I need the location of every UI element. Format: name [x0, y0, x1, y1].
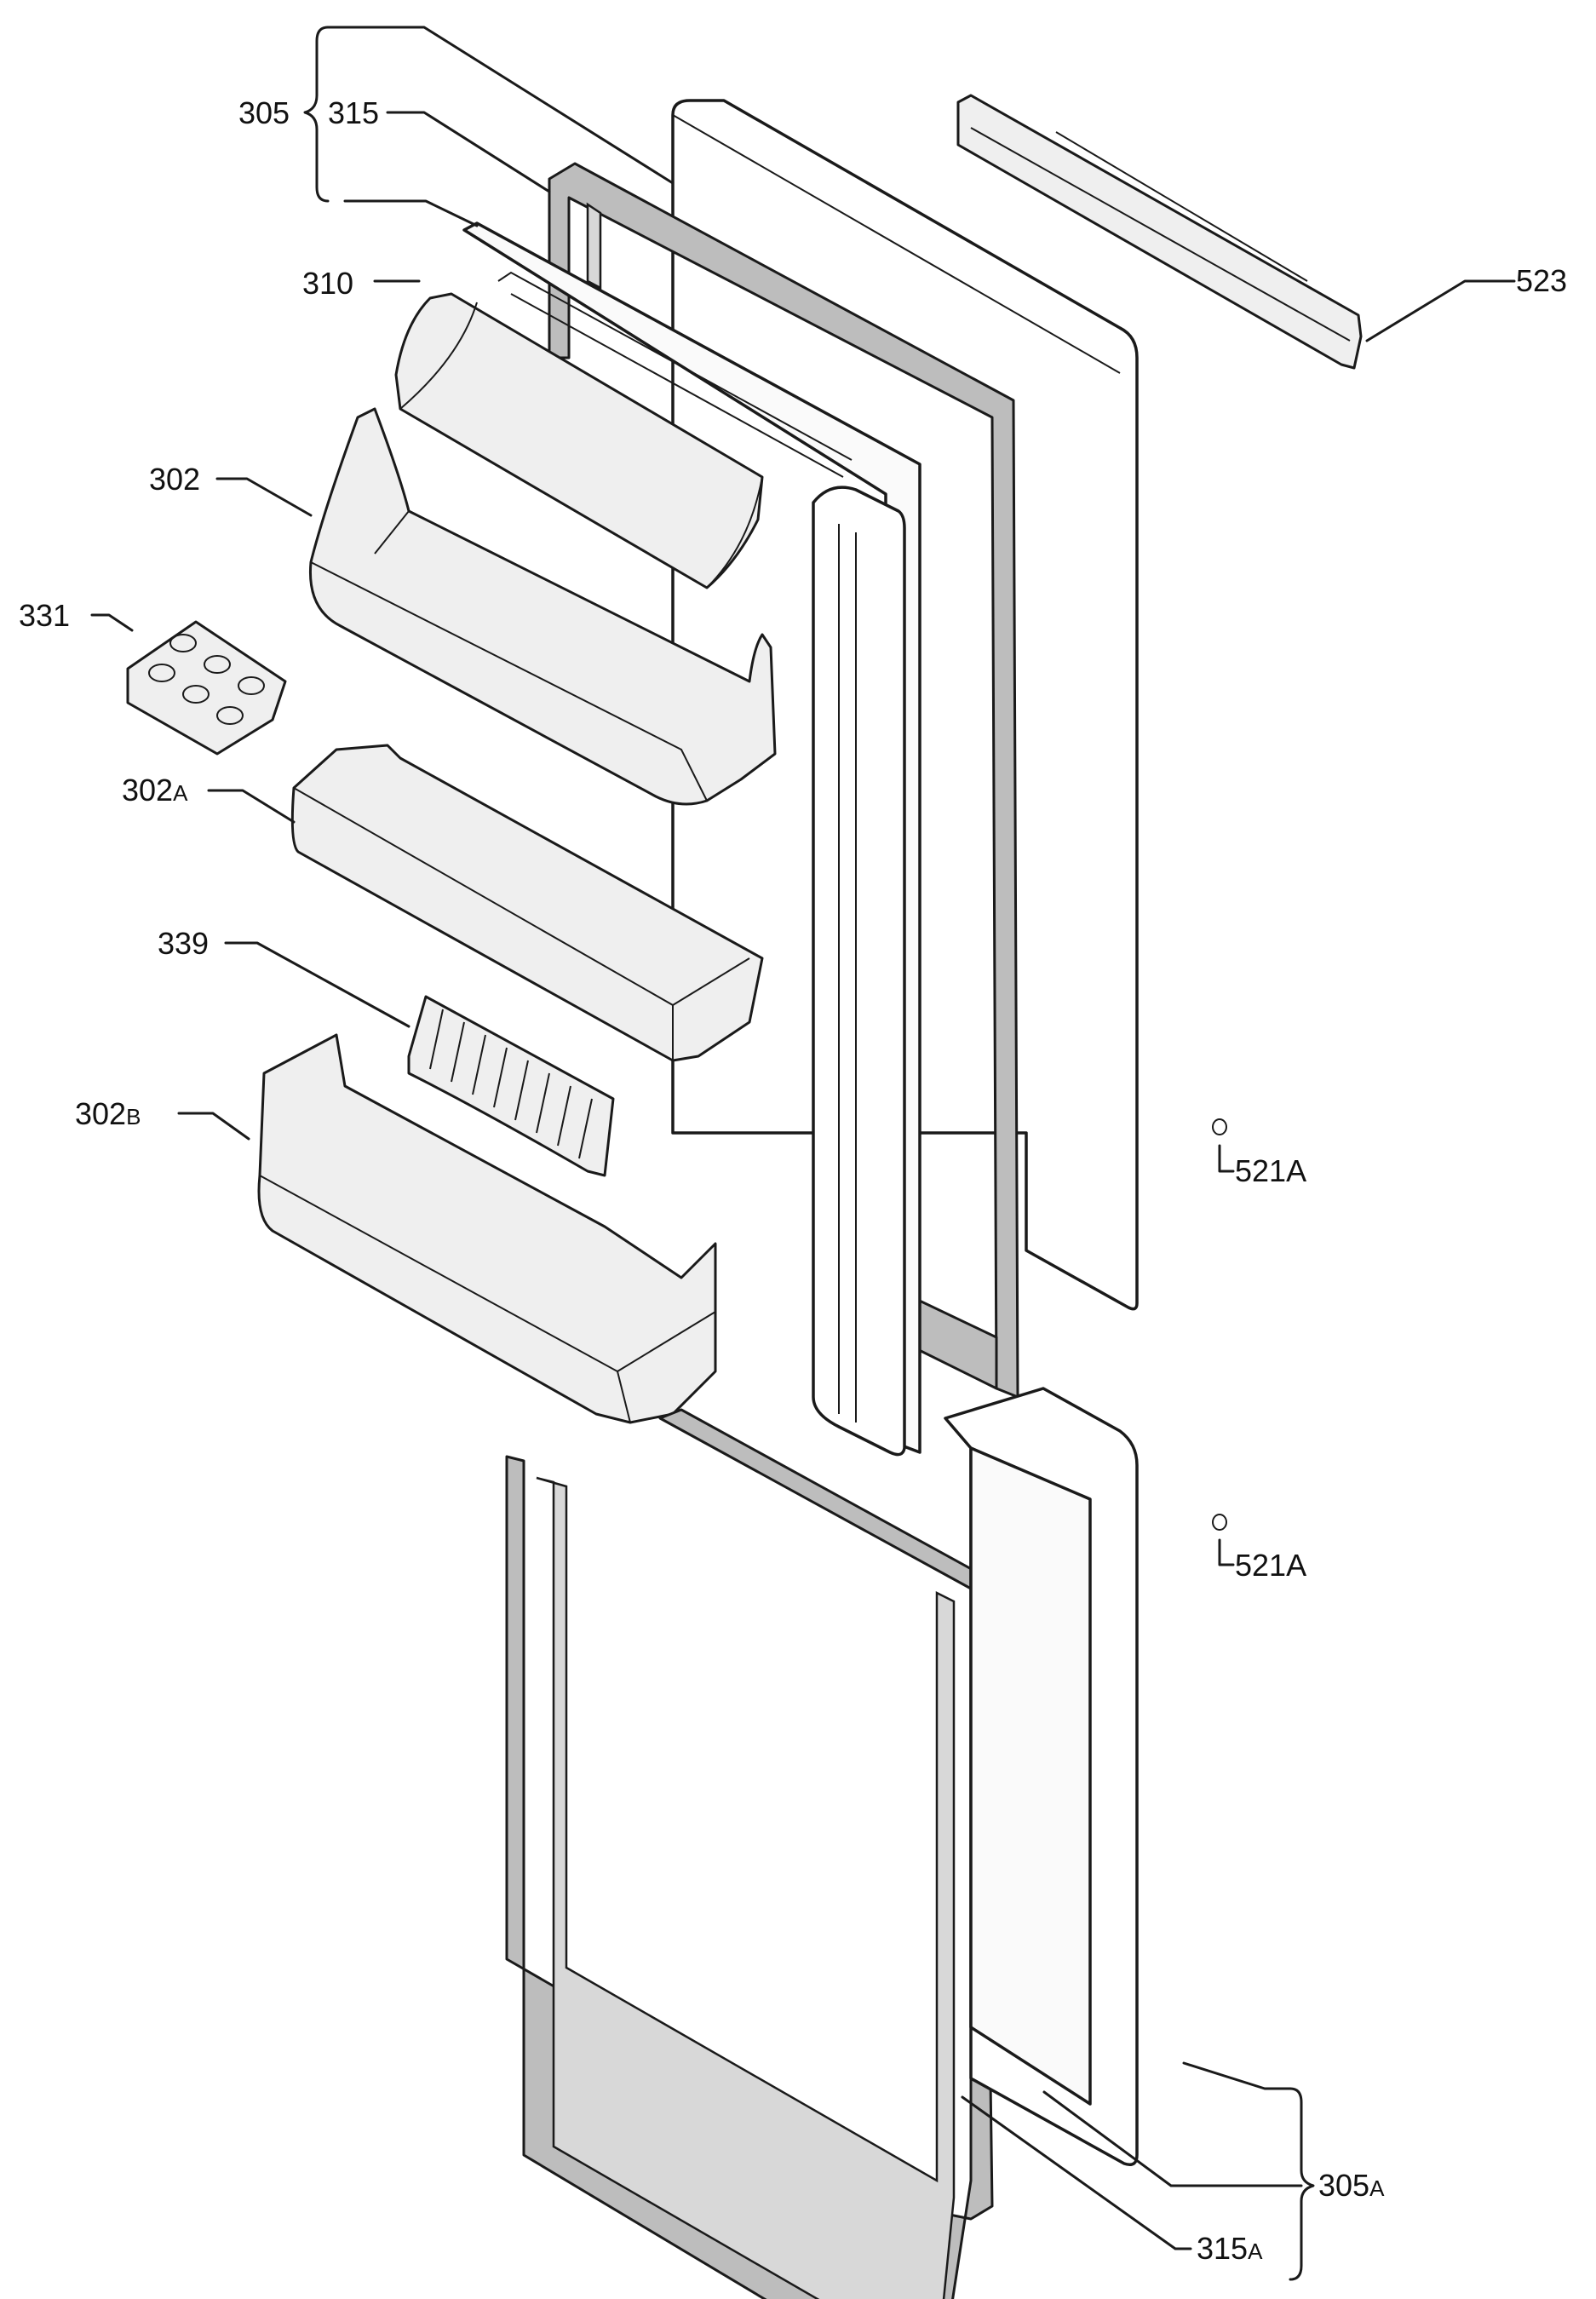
label-315a: 315A — [1197, 2231, 1263, 2266]
door-side-strip — [812, 486, 906, 1457]
door-handle-top — [956, 94, 1363, 370]
label-305: 305 — [238, 95, 290, 130]
part-labels: 305 315 310 302 331 302A 339 302B 523 52… — [19, 95, 1567, 2266]
leader-lines — [90, 26, 1516, 2281]
label-523: 523 — [1516, 263, 1567, 298]
label-302b: 302B — [75, 1096, 141, 1131]
label-521a-top: 521A — [1235, 1153, 1306, 1188]
dairy-cover — [394, 292, 764, 589]
label-315: 315 — [328, 95, 379, 130]
door-shelf-302a — [290, 744, 764, 1062]
lower-door-gasket — [505, 1408, 994, 2299]
brace-305a — [1289, 2087, 1315, 2281]
brace-305 — [303, 26, 330, 203]
label-310: 310 — [302, 266, 353, 301]
label-339: 339 — [158, 926, 209, 961]
lower-door-panel — [944, 1387, 1139, 2166]
bottle-retainer-339 — [407, 995, 615, 1177]
screw-521a-bottom — [1212, 1514, 1227, 1531]
door-shelf-302 — [308, 407, 777, 806]
label-302a: 302A — [122, 773, 188, 808]
upper-inner-liner — [462, 221, 921, 1454]
label-305a: 305A — [1318, 2168, 1385, 2203]
label-302: 302 — [149, 462, 200, 497]
label-521a-bottom: 521A — [1235, 1548, 1306, 1583]
egg-tray-331 — [126, 620, 287, 756]
label-331: 331 — [19, 598, 70, 633]
door-shelf-302b — [257, 1033, 717, 1424]
screw-521a-top — [1212, 1118, 1227, 1135]
